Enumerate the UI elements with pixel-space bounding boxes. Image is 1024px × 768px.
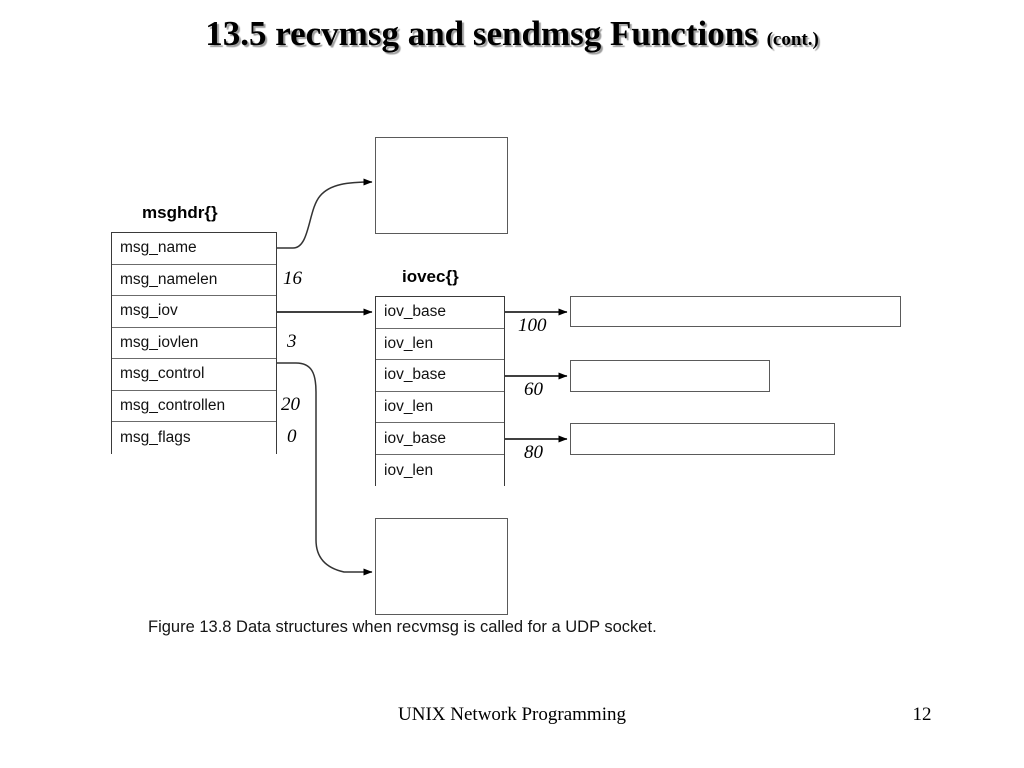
msghdr-row-msg_flags: msg_flags bbox=[112, 422, 276, 454]
iovec-row-iov_base-2: iov_base bbox=[376, 423, 504, 455]
iovec-row-iov_len-2: iov_len bbox=[376, 454, 504, 487]
iovec-struct-label: iovec{} bbox=[402, 267, 459, 286]
footer-page-number: 12 bbox=[912, 704, 932, 725]
data-buffer-0 bbox=[570, 296, 901, 327]
iovec-row-iov_len-1: iov_len bbox=[376, 391, 504, 424]
msghdr-struct-table: msg_name msg_namelen msg_iov msg_iovlen … bbox=[111, 232, 277, 454]
figure-caption: Figure 13.8 Data structures when recvmsg… bbox=[148, 618, 657, 636]
iovec-struct-table: iov_base iov_len iov_base iov_len iov_ba… bbox=[375, 296, 505, 487]
buffer-length-2: 80 bbox=[524, 442, 543, 463]
msghdr-row-msg_name: msg_name bbox=[112, 233, 276, 265]
iovec-row-iov_len-0: iov_len bbox=[376, 328, 504, 361]
page-title-continued: (cont.) bbox=[766, 29, 819, 50]
sockaddr-buffer-box bbox=[375, 137, 508, 234]
page-title: 13.5 recvmsg and sendmsg Functions (cont… bbox=[0, 14, 1024, 54]
msghdr-row-msg_iovlen: msg_iovlen bbox=[112, 327, 276, 359]
msghdr-value-msg_namelen: 16 bbox=[283, 268, 302, 289]
msghdr-row-msg_controllen: msg_controllen bbox=[112, 390, 276, 422]
data-buffer-2 bbox=[570, 423, 835, 455]
arrow-msgname-to-sockaddr bbox=[277, 178, 373, 249]
control-buffer-box bbox=[375, 518, 508, 615]
buffer-length-0: 100 bbox=[518, 315, 547, 336]
data-buffer-1 bbox=[570, 360, 770, 392]
buffer-length-1: 60 bbox=[524, 379, 543, 400]
msghdr-row-msg_iov: msg_iov bbox=[112, 296, 276, 328]
iovec-row-iov_base-0: iov_base bbox=[376, 297, 504, 329]
msghdr-value-msg_controllen: 20 bbox=[281, 394, 300, 415]
msghdr-row-msg_control: msg_control bbox=[112, 359, 276, 391]
msghdr-value-msg_flags: 0 bbox=[287, 426, 297, 447]
msghdr-row-msg_namelen: msg_namelen bbox=[112, 264, 276, 296]
footer-title: UNIX Network Programming bbox=[398, 704, 626, 725]
page-title-main: 13.5 recvmsg and sendmsg Functions bbox=[205, 14, 758, 53]
msghdr-struct-label: msghdr{} bbox=[142, 203, 218, 222]
msghdr-value-msg_iovlen: 3 bbox=[287, 331, 297, 352]
iovec-row-iov_base-1: iov_base bbox=[376, 360, 504, 392]
